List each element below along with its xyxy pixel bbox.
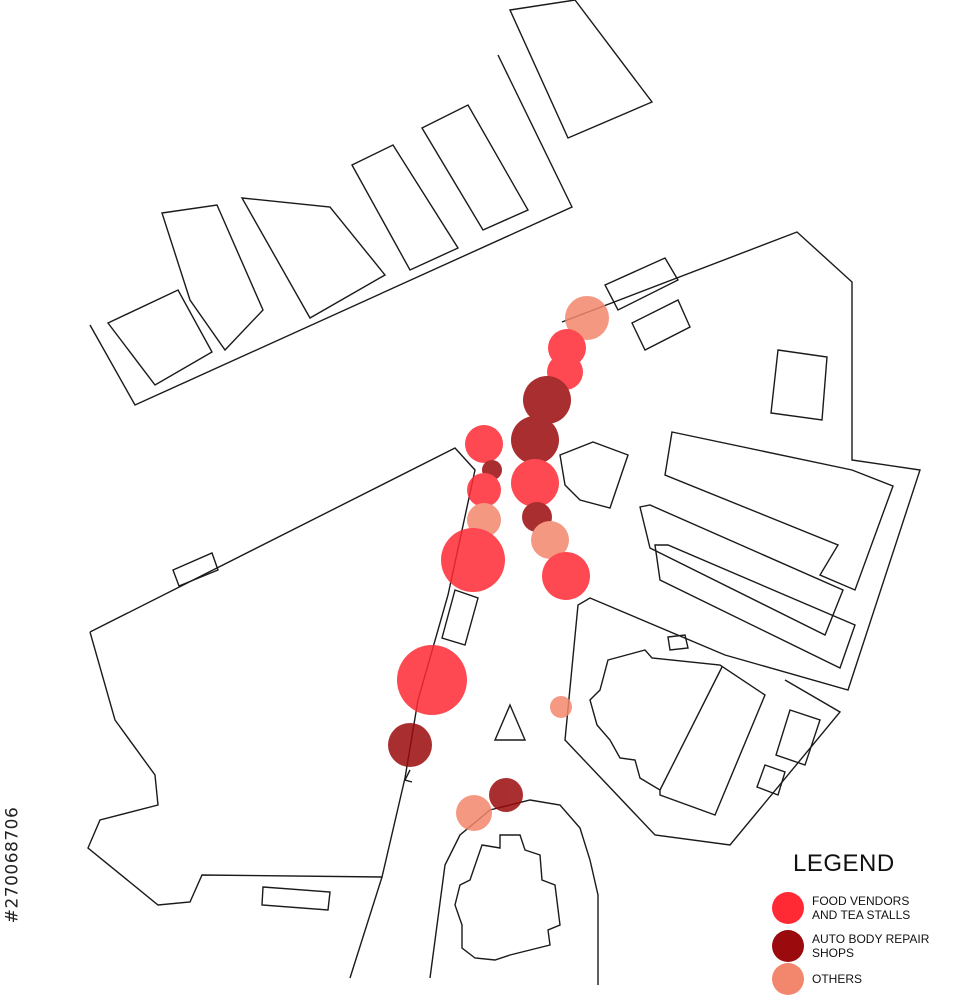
marker-food[interactable]	[397, 645, 467, 715]
building-e1	[604, 257, 679, 311]
building-e9	[756, 764, 786, 796]
triangle-monument	[493, 703, 527, 741]
building-n4	[351, 144, 460, 271]
long-building-e6	[639, 504, 844, 636]
temple-outline	[589, 649, 766, 816]
north-building-row	[89, 0, 654, 406]
building-e4	[559, 441, 629, 509]
marker-food[interactable]	[511, 459, 559, 507]
temple-building	[589, 649, 766, 816]
kiosk-e10	[667, 634, 689, 651]
building-n1	[106, 289, 213, 386]
legend-label-food: FOOD VENDORS AND TEA STALLS	[812, 894, 911, 922]
marker-food[interactable]	[441, 528, 505, 592]
marker-others[interactable]	[565, 296, 609, 340]
west-block	[87, 447, 479, 979]
south-block-outline	[429, 799, 599, 985]
building-n2	[161, 204, 264, 352]
legend-label-others: OTHERS	[812, 972, 863, 986]
building-n3	[240, 197, 387, 319]
legend-item-auto: AUTO BODY REPAIR SHOPS	[772, 930, 929, 962]
marker-others[interactable]	[550, 696, 572, 718]
building-n6	[508, 0, 654, 139]
building-e2	[631, 299, 691, 351]
south-block	[429, 799, 599, 985]
building-n5	[421, 104, 529, 231]
road-edge-west	[349, 876, 383, 979]
small-shed-south	[261, 886, 331, 911]
median-building	[441, 589, 479, 646]
marker-others[interactable]	[456, 795, 492, 831]
long-building-e5	[664, 431, 894, 591]
marker-auto[interactable]	[388, 723, 432, 767]
legend-item-food: FOOD VENDORS AND TEA STALLS	[772, 892, 910, 924]
marker-others[interactable]	[531, 521, 569, 559]
marker-food[interactable]	[467, 473, 501, 507]
marker-food[interactable]	[542, 552, 590, 600]
stock-id-watermark: #270068706	[2, 806, 23, 924]
east-block	[559, 231, 921, 846]
temple-inner-line	[659, 666, 723, 791]
east-block-outline	[561, 231, 921, 846]
cross-building	[454, 834, 561, 961]
legend-swatch-food	[772, 892, 804, 924]
legend-swatch-others	[772, 963, 804, 995]
markers	[388, 296, 609, 831]
legend-swatch-auto	[772, 930, 804, 962]
marker-auto[interactable]	[489, 778, 523, 812]
building-e8	[775, 709, 821, 766]
long-building-e7	[654, 544, 856, 669]
building-e3	[770, 349, 828, 421]
road-edge-median	[403, 769, 413, 783]
marker-food[interactable]	[465, 425, 503, 463]
marker-auto[interactable]	[511, 416, 559, 464]
legend-title: LEGEND	[793, 850, 895, 877]
legend-item-others: OTHERS	[772, 963, 862, 995]
legend-label-auto: AUTO BODY REPAIR SHOPS	[812, 932, 930, 960]
marker-auto[interactable]	[523, 376, 571, 424]
north-frontage-line	[89, 54, 573, 406]
small-kiosk-west	[172, 552, 219, 587]
